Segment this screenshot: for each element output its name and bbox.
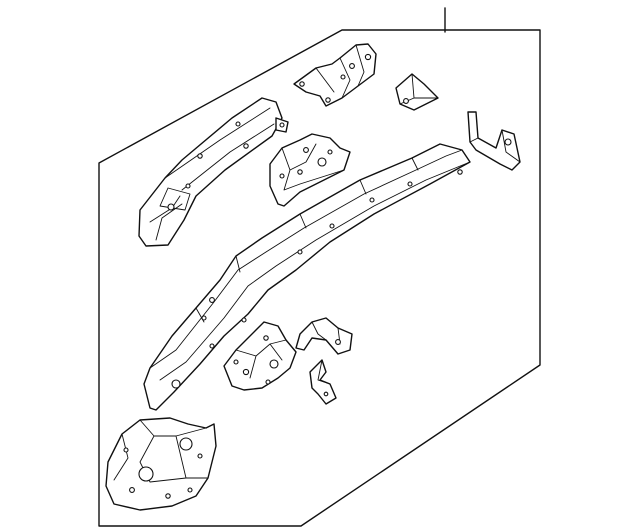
assembly-outline <box>98 29 541 527</box>
small-clip <box>309 359 337 405</box>
upper-rail-extension <box>138 97 289 247</box>
lower-gusset-plate <box>223 321 297 391</box>
top-mount-bracket <box>293 43 377 107</box>
curved-brace <box>295 317 353 355</box>
center-reinforcement-plate <box>269 133 351 207</box>
right-l-bracket <box>467 111 521 171</box>
front-end-bracket <box>105 417 217 511</box>
small-angle-bracket <box>395 73 439 111</box>
rear-side-rail <box>143 143 471 411</box>
